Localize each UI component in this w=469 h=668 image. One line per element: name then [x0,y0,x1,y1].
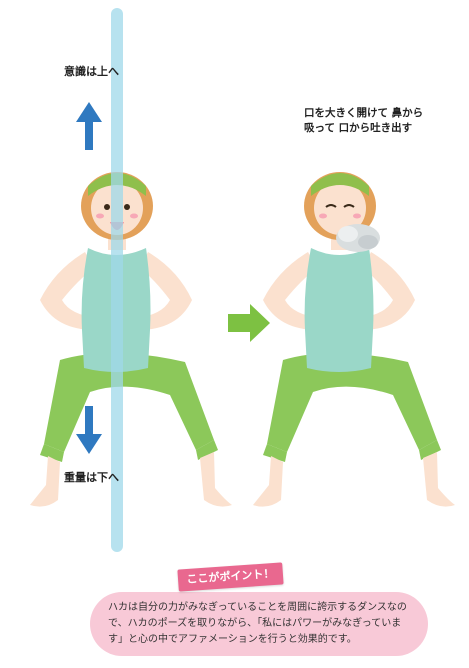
label-breathing: 口を大きく開けて 鼻から 吸って 口から吐き出す [304,106,423,136]
figure-right [253,172,455,507]
breath-cloud-icon [336,224,380,252]
label-consciousness-up: 意識は上へ [64,65,119,78]
label-breathing-line2: 吸って 口から吐き出す [304,122,413,134]
tip-text: ハカは自分の力がみなぎっていることを周囲に誇示するダンスなので、ハカのポーズを取… [108,602,407,645]
tip-box [90,592,428,656]
axis-line [111,8,123,552]
arrow-down-icon [76,406,102,454]
label-weight-down: 重量は下へ [64,471,119,484]
arrow-up-icon [76,102,102,150]
figure-left [30,172,232,507]
arrow-right-icon [228,304,270,342]
label-breathing-line1: 口を大きく開けて 鼻から [304,107,424,119]
